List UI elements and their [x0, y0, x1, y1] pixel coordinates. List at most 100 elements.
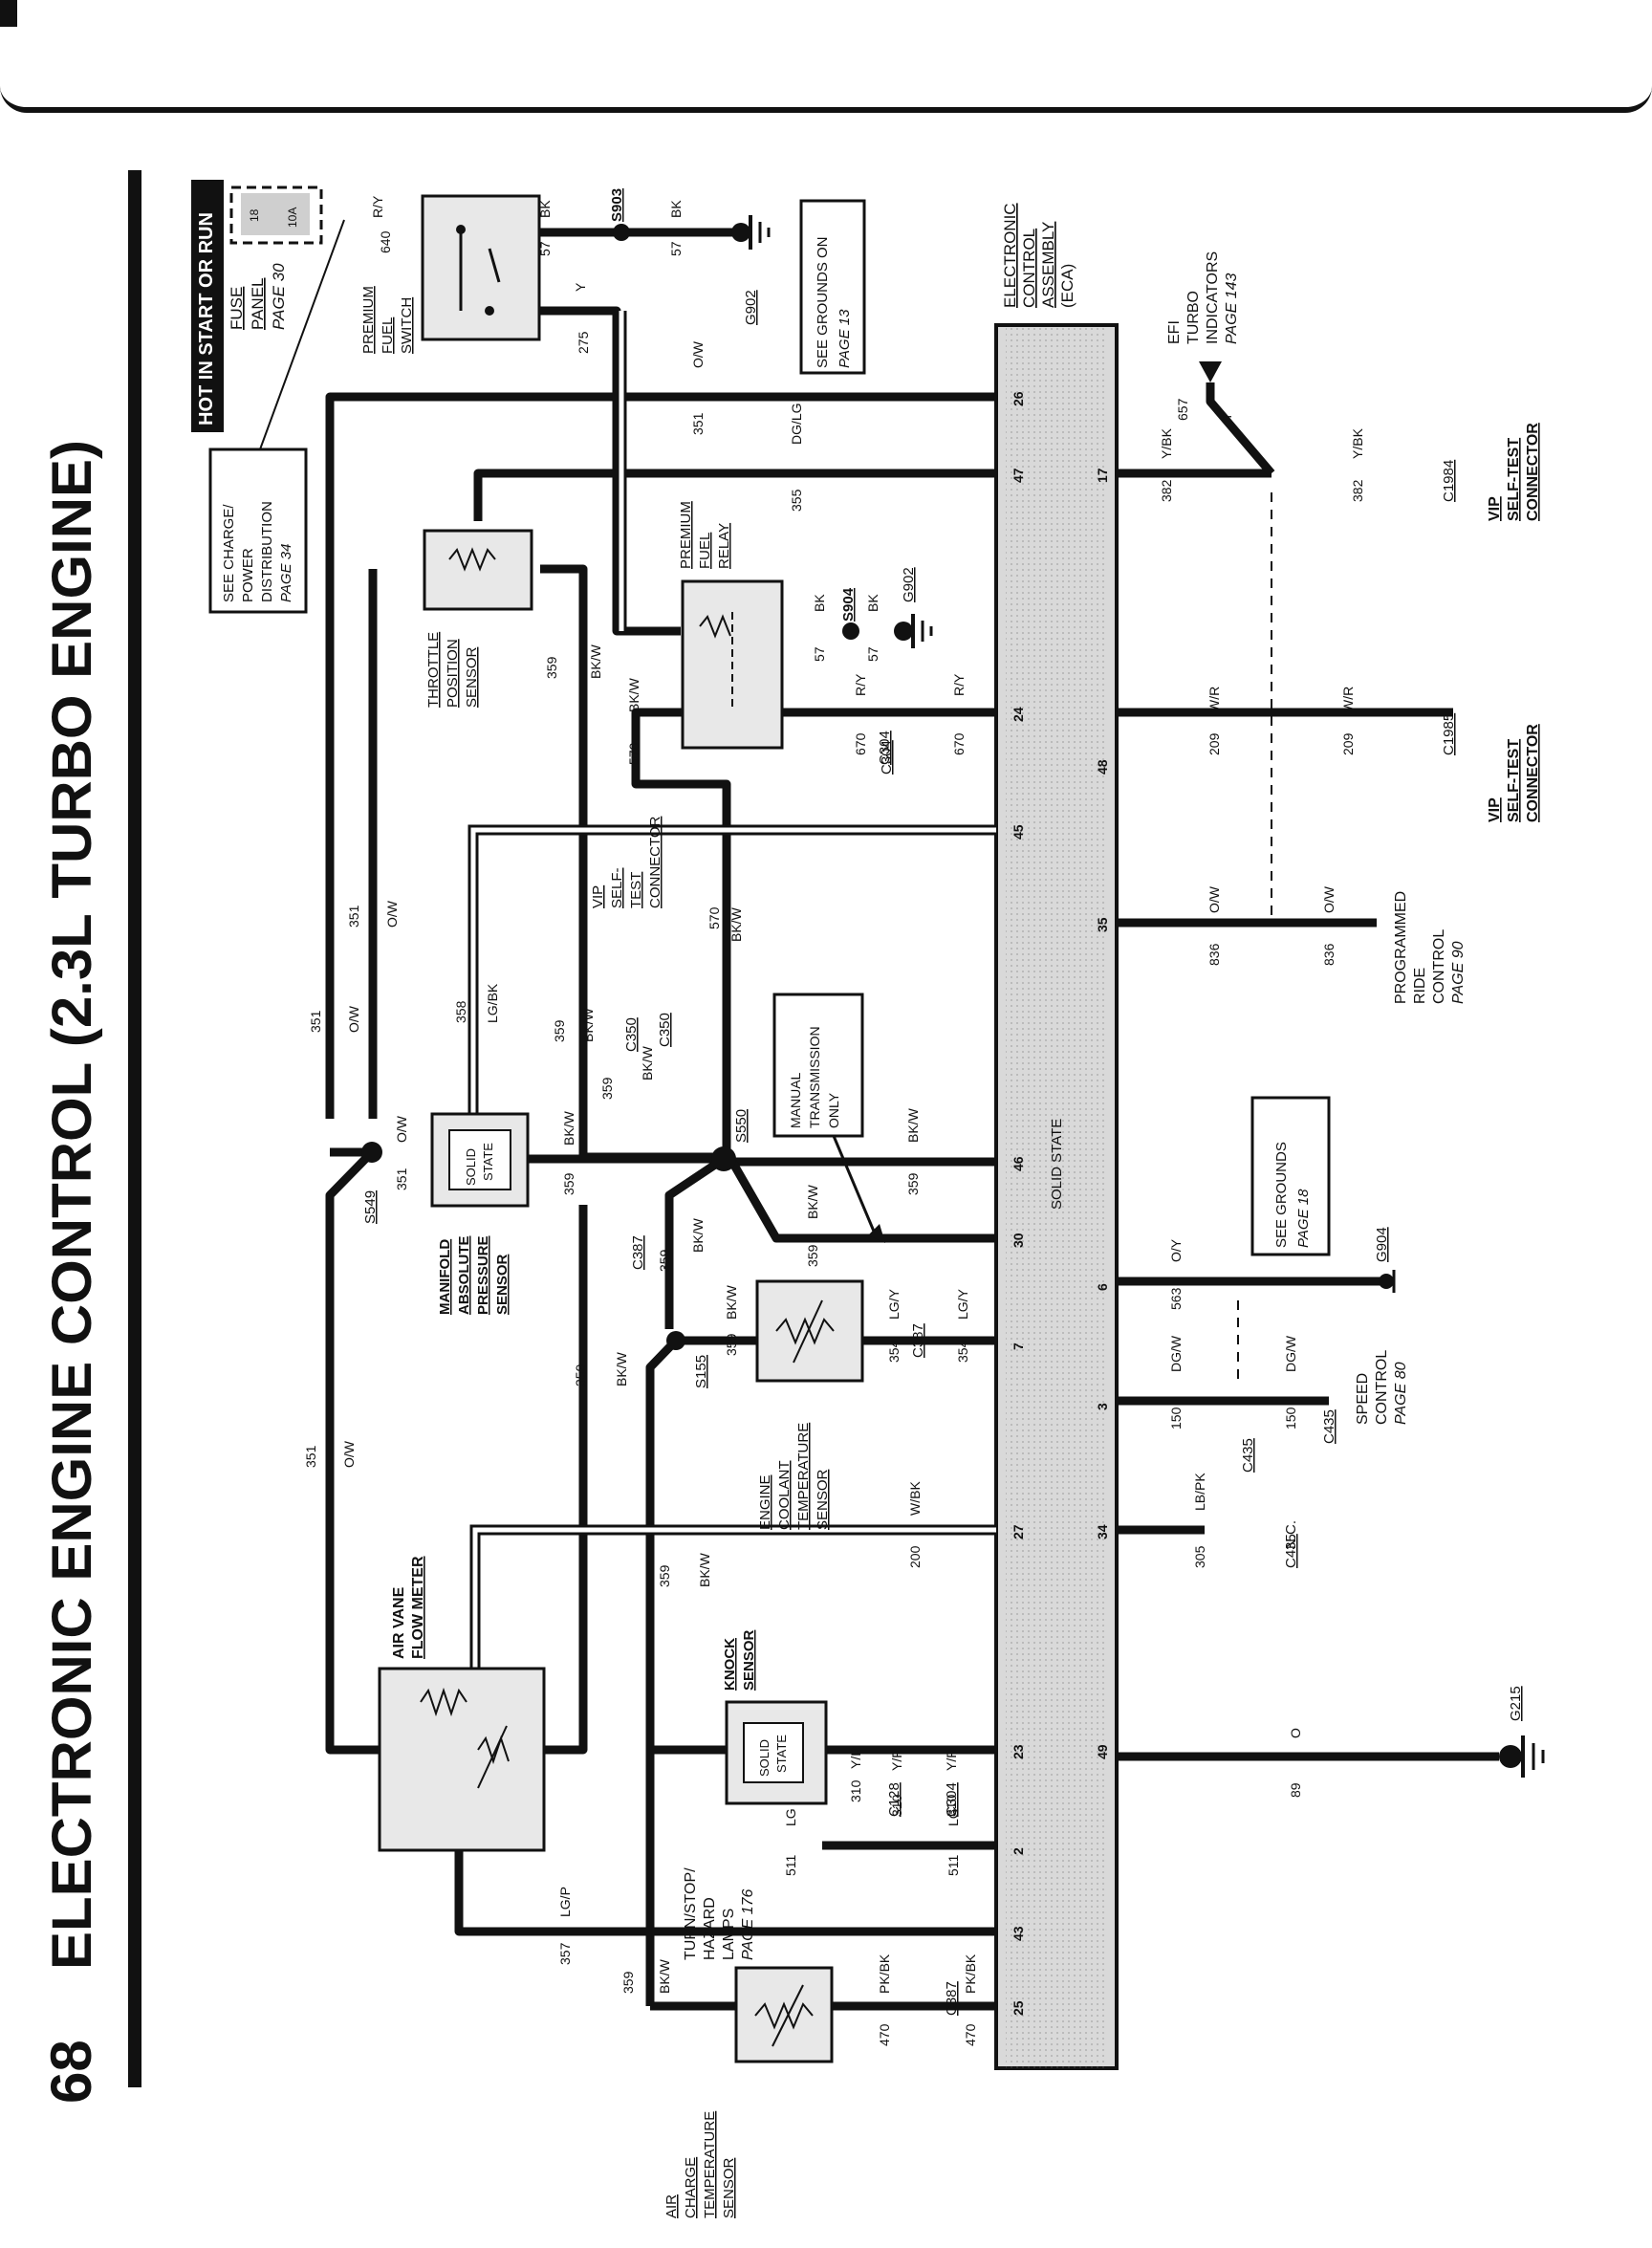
wire-color: Y — [573, 282, 588, 292]
wire-number: 570 — [626, 742, 641, 765]
wire-number: 359 — [599, 1077, 615, 1100]
wire-color: LG/Y — [886, 1288, 902, 1320]
wire — [325, 1148, 380, 1755]
wire-number: 359 — [805, 1244, 820, 1267]
prc-3: CONTROL — [1431, 929, 1447, 1004]
fuse-panel-label-3: PAGE 30 — [270, 263, 288, 330]
eca-pin: 43 — [1011, 1926, 1026, 1941]
wire-color: Y/R — [889, 1749, 904, 1771]
splice-s903-label: S903 — [609, 188, 625, 222]
turn-stop-4: PAGE 176 — [740, 1888, 756, 1960]
wire-color: BK — [865, 594, 880, 612]
see-grounds-18-1: SEE GROUNDS — [1273, 1142, 1290, 1248]
page-title: ELECTRONIC ENGINE CONTROL (2.3L TURBO EN… — [41, 440, 103, 1970]
eca-pin: 2 — [1011, 1847, 1026, 1855]
wire — [664, 1155, 727, 1329]
relay-coil — [699, 614, 731, 639]
wire — [473, 469, 996, 521]
wire-number: 836 — [1321, 943, 1337, 966]
vip-c1984-3: CONNECTOR — [1525, 423, 1541, 521]
wire-number: 359 — [544, 656, 559, 679]
wire-number: 57 — [537, 241, 553, 256]
efi-arrow — [1199, 361, 1222, 382]
wire-number: 570 — [706, 906, 722, 929]
splice-s904 — [842, 622, 859, 640]
wire-color: DG/W — [1283, 1335, 1298, 1372]
wire-color: Y/R — [848, 1747, 863, 1769]
prc-2: RIDE — [1412, 968, 1428, 1004]
wire-number: 382 — [1350, 479, 1365, 502]
vip-mid-4: CONNECTOR — [647, 816, 663, 908]
fuse-rating-10a: 10A — [286, 207, 299, 228]
wire-color: LG/P — [557, 1887, 573, 1917]
manual-trans-arrow — [832, 1135, 877, 1234]
air-vane-thermistor — [477, 1735, 510, 1765]
connector-id: C387 — [944, 1981, 960, 2016]
wire-color: BK/W — [614, 1351, 629, 1386]
eca-label-1: ELECTRONIC — [1001, 203, 1019, 308]
see-charge-3: DISTRIBUTION — [259, 501, 275, 602]
wire-color: BK/W — [640, 1045, 655, 1080]
wire-color: BK — [812, 594, 827, 612]
vip-c1985-2: SELF-TEST — [1506, 739, 1522, 822]
shielded-wires — [467, 311, 1272, 1669]
wire-color: Y/R — [944, 1749, 959, 1771]
eca-pin: 26 — [1011, 391, 1026, 406]
shielded-wire-inner — [472, 1527, 996, 1669]
tps-label-3: SENSOR — [464, 646, 480, 708]
tps-label-1: THROTTLE — [425, 632, 442, 708]
splice-s549 — [361, 1142, 382, 1163]
premium-fuel-switch — [421, 194, 541, 341]
wire-number: 57 — [812, 646, 827, 662]
prc-4: PAGE 90 — [1450, 941, 1467, 1004]
connector-id: C350 — [623, 1017, 640, 1052]
wire-number: 359 — [552, 1019, 567, 1042]
coolant-variable — [793, 1299, 823, 1364]
connector-id: C304 — [879, 740, 895, 775]
manual-trans-box — [772, 993, 864, 1138]
wire-number: 359 — [573, 1364, 588, 1386]
page-number: 68 — [39, 2040, 103, 2104]
wire-color: O — [1288, 1728, 1303, 1738]
eca-label-2: CONTROL — [1020, 229, 1038, 308]
eca-pin: 3 — [1095, 1403, 1110, 1410]
map-state-2: STATE — [481, 1143, 495, 1181]
air-vane-flow-meter — [378, 1667, 546, 1852]
wire-number: 150 — [1168, 1407, 1184, 1430]
ground-g215-label: G215 — [1508, 1686, 1524, 1721]
wire-number: 359 — [905, 1172, 921, 1195]
wire-number: 359 — [561, 1172, 576, 1195]
efi-2: TURBO — [1185, 291, 1202, 344]
connector-id: C1985 — [1441, 713, 1457, 755]
wire-number: 351 — [303, 1445, 318, 1468]
efi-1: EFI — [1166, 320, 1183, 344]
wire-number: 355 — [789, 489, 804, 512]
wire — [454, 1850, 996, 1936]
wire-color: R/Y — [370, 195, 385, 218]
wire-color: BK/W — [905, 1107, 921, 1143]
air-vane-label-2: FLOW METER — [410, 1556, 426, 1659]
air-charge-label-3: TEMPERATURE — [702, 2111, 718, 2218]
relay-label-2: FUEL — [697, 533, 713, 569]
wire-color: O/W — [394, 1115, 409, 1143]
splice-s904-label: S904 — [840, 587, 857, 622]
vip-mid-3: TEST — [628, 872, 644, 908]
ground-g904-node — [1379, 1274, 1394, 1289]
wire-number: 836 — [1206, 943, 1222, 966]
wires — [325, 228, 1499, 2011]
shielded-wire-outer — [467, 824, 996, 1114]
ground-symbol-g902-relay — [894, 614, 933, 648]
wire-color: Y/BK — [1350, 427, 1365, 459]
connector-id: C1984 — [1441, 460, 1457, 502]
wire-color: W/BK — [907, 1481, 923, 1516]
relay-label-3: RELAY — [716, 523, 732, 569]
fuse — [241, 193, 310, 235]
switch-contact — [488, 248, 501, 283]
coolant-thermistor — [775, 1317, 835, 1345]
wire-color: LG — [946, 1808, 961, 1826]
coolant-label-3: TEMPERATURE — [795, 1423, 812, 1530]
eca-pin: 24 — [1011, 707, 1026, 722]
see-charge-1: SEE CHARGE/ — [221, 504, 237, 602]
manual-trans-1: MANUAL — [788, 1072, 803, 1128]
